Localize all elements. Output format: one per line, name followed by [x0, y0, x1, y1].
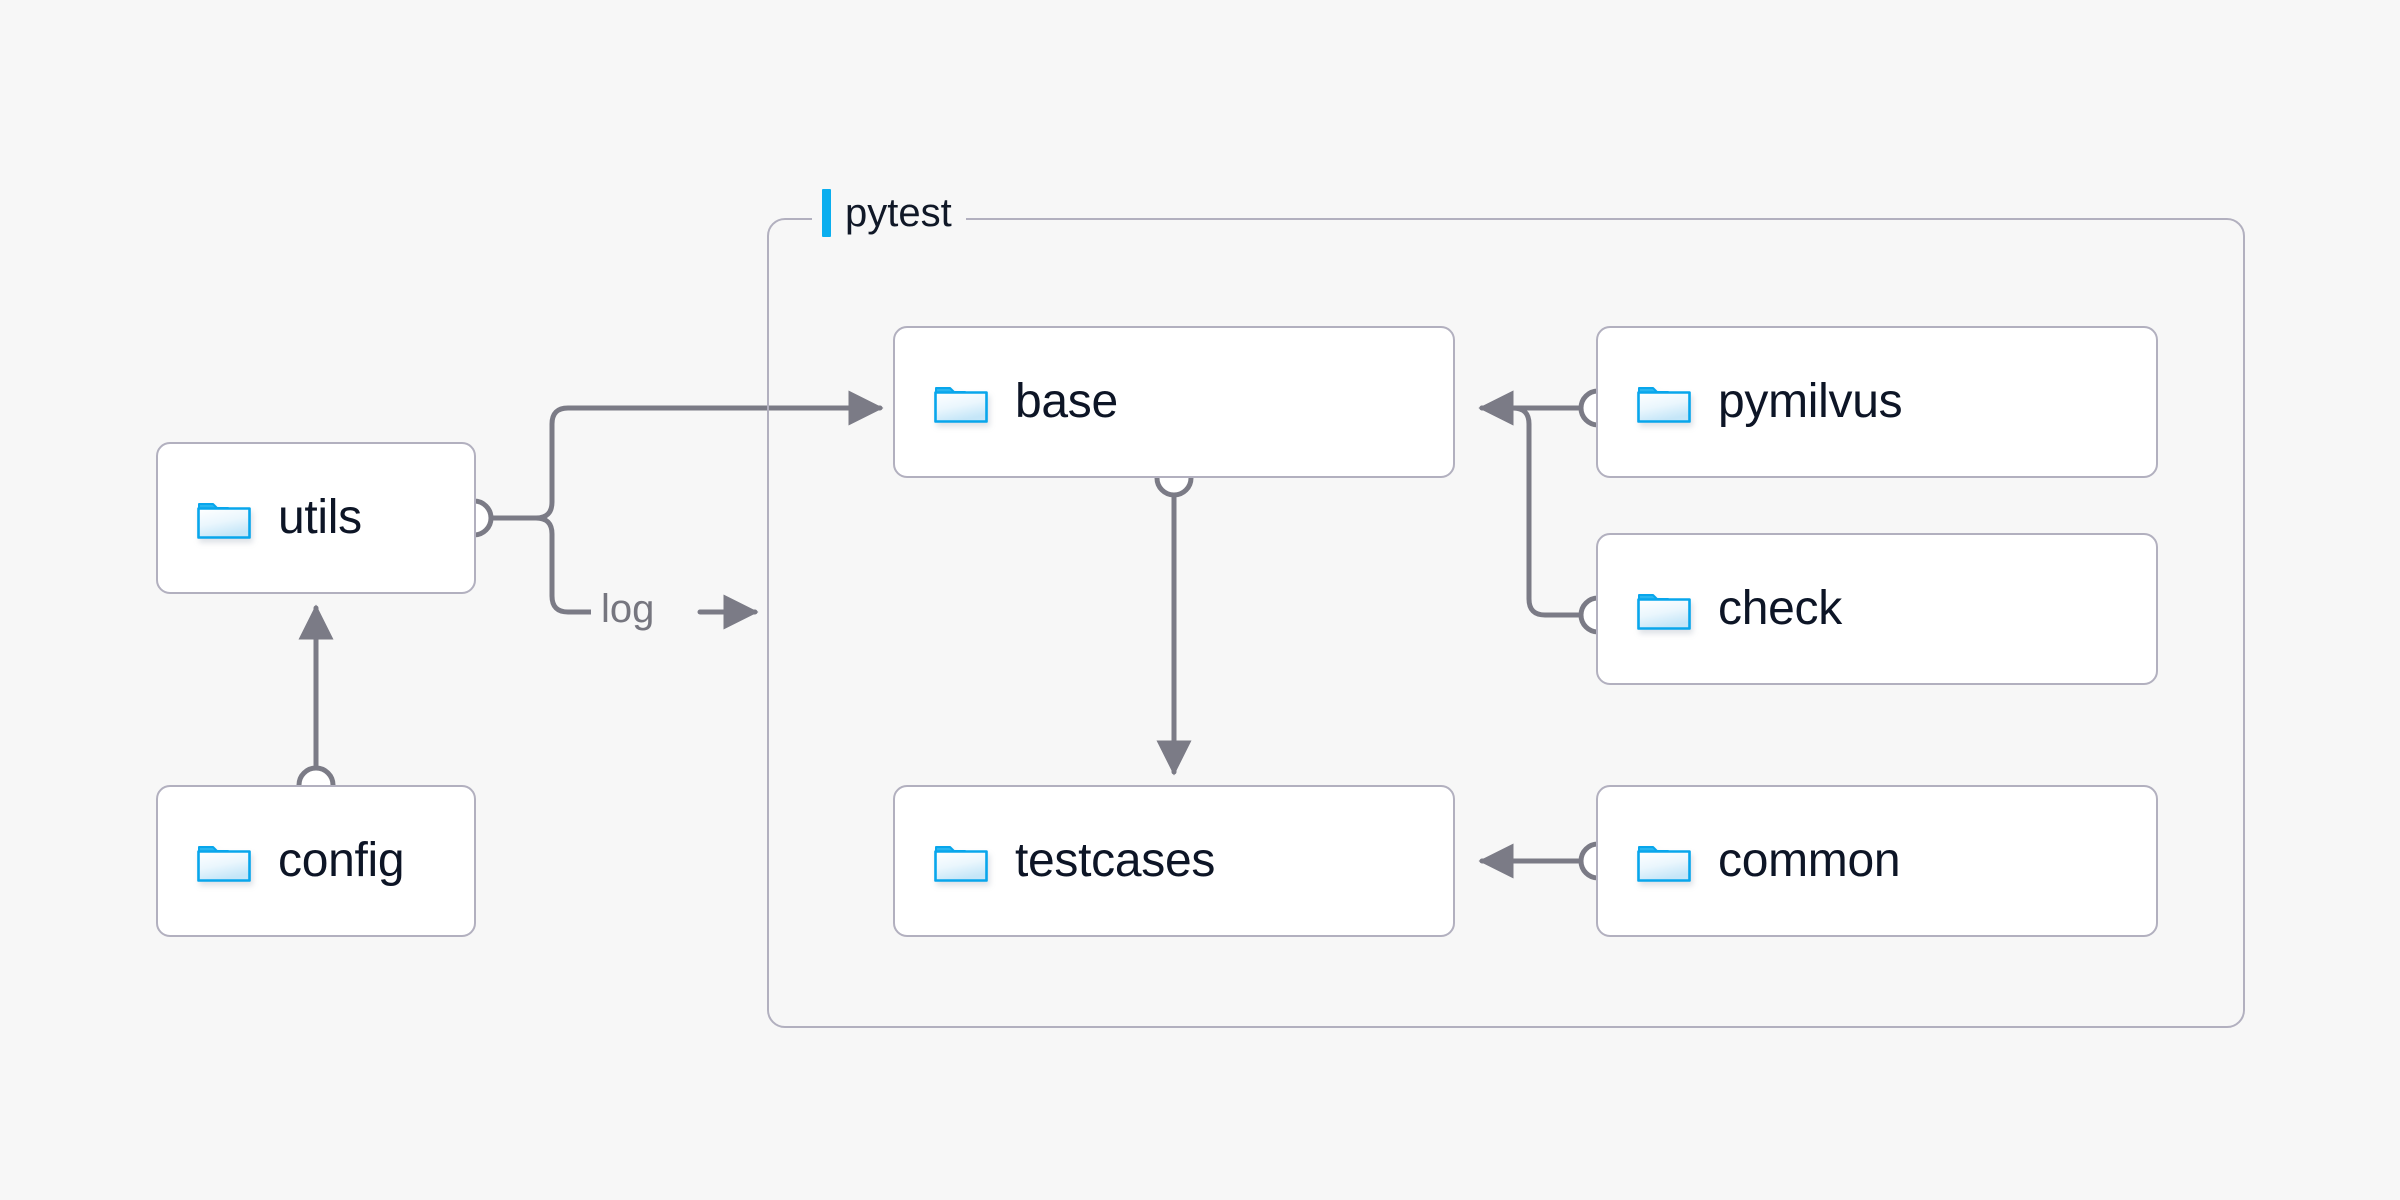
group-label-text: pytest: [845, 191, 952, 235]
node-check[interactable]: check: [1596, 533, 2158, 685]
node-config-label: config: [278, 834, 405, 887]
node-common[interactable]: common: [1596, 785, 2158, 937]
node-base[interactable]: base: [893, 326, 1455, 478]
node-testcases-label: testcases: [1015, 834, 1216, 887]
node-check-label: check: [1718, 582, 1842, 635]
folder-icon: [196, 495, 252, 541]
node-base-label: base: [1015, 375, 1118, 428]
group-pytest-label: pytest: [812, 186, 966, 240]
group-pytest[interactable]: [767, 218, 2245, 1028]
folder-icon: [1636, 586, 1692, 632]
edge-label-log: log: [591, 589, 665, 629]
folder-icon: [196, 838, 252, 884]
group-accent-bar: [822, 189, 831, 237]
node-utils-label: utils: [278, 491, 362, 544]
node-pymilvus-label: pymilvus: [1718, 375, 1903, 428]
node-common-label: common: [1718, 834, 1901, 887]
folder-icon: [1636, 838, 1692, 884]
folder-icon: [1636, 379, 1692, 425]
node-pymilvus[interactable]: pymilvus: [1596, 326, 2158, 478]
folder-icon: [933, 838, 989, 884]
node-utils[interactable]: utils: [156, 442, 476, 594]
folder-icon: [933, 379, 989, 425]
node-config[interactable]: config: [156, 785, 476, 937]
node-testcases[interactable]: testcases: [893, 785, 1455, 937]
edge-utils-to-pytest-log: [489, 515, 594, 615]
